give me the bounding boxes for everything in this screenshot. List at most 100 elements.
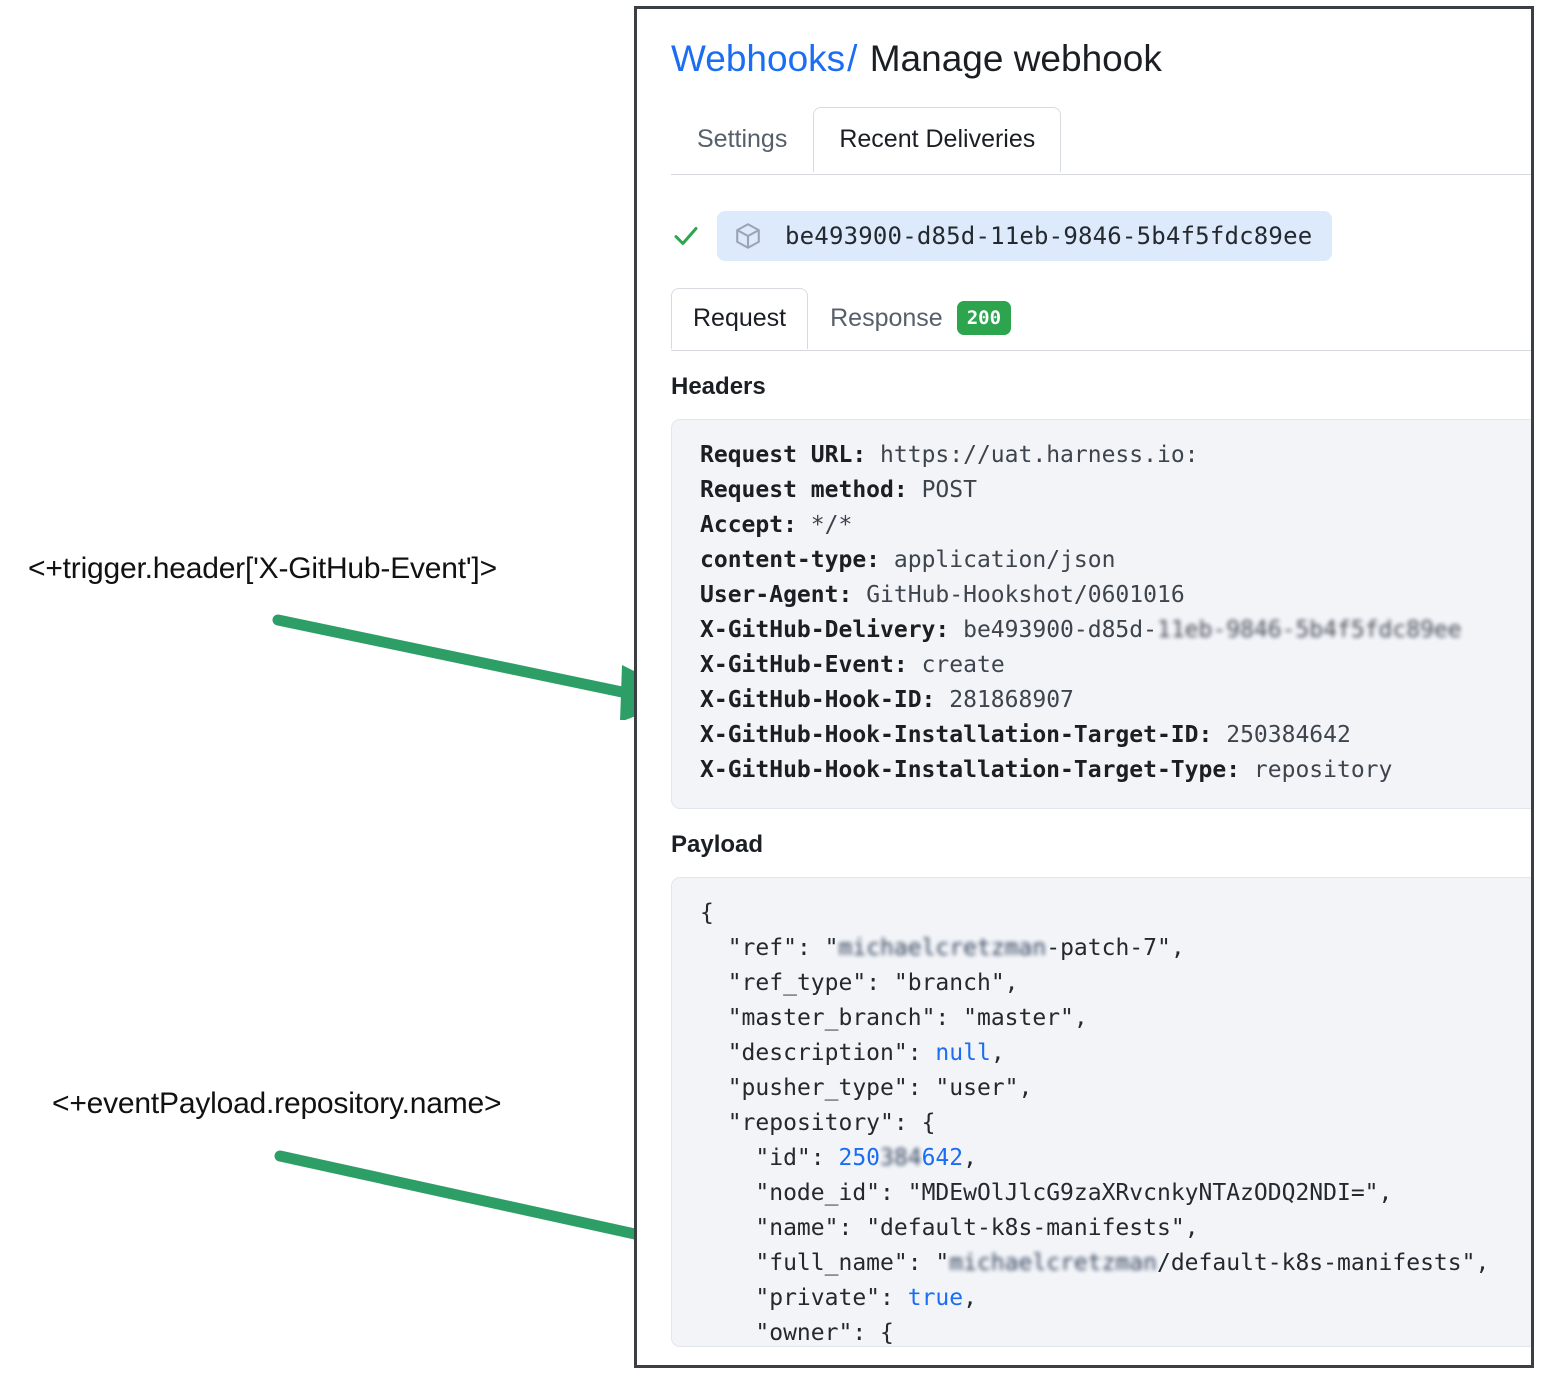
header-key: X-GitHub-Hook-ID:	[700, 687, 936, 714]
payload-line: "private": true,	[755, 1285, 977, 1312]
check-icon	[674, 227, 698, 246]
header-key: Accept:	[700, 512, 797, 539]
payload-value: "default-k8s-manifests"	[866, 1215, 1185, 1242]
header-value-redacted: 11eb-9846-5b4f5fdc89ee	[1156, 617, 1462, 644]
payload-line: {	[700, 896, 1531, 931]
tab-recent-deliveries[interactable]: Recent Deliveries	[813, 107, 1062, 173]
header-key: X-GitHub-Delivery:	[700, 617, 950, 644]
header-value: be493900-d85d-	[963, 617, 1157, 644]
header-key: User-Agent:	[700, 582, 853, 609]
header-row: X-GitHub-Hook-ID: 281868907	[700, 683, 1531, 718]
payload-comma: ,	[990, 1040, 1005, 1067]
payload-comma: ,	[1018, 1075, 1033, 1102]
delivery-id-text: be493900-d85d-11eb-9846-5b4f5fdc89ee	[785, 222, 1313, 251]
status-badge: 200	[956, 301, 1012, 336]
tab-request-label: Request	[693, 303, 787, 332]
payload-brace: {	[700, 900, 714, 927]
header-key: Request URL:	[700, 442, 867, 469]
payload-key: "id"	[755, 1145, 811, 1172]
header-row: Accept: */*	[700, 508, 1531, 543]
delivery-tablist: Request Response 200	[637, 285, 1531, 352]
payload-key: "ref"	[727, 935, 797, 962]
payload-key: "owner"	[755, 1320, 853, 1347]
header-value: POST	[921, 477, 977, 504]
breadcrumb-separator: /	[847, 38, 858, 79]
headers-section-title: Headers	[671, 373, 766, 401]
annotation-label-trigger-header: <+trigger.header['X-GitHub-Event']>	[28, 552, 497, 585]
breadcrumb-link-webhooks[interactable]: Webhooks	[671, 38, 846, 79]
tab-response-label: Response	[830, 303, 943, 332]
payload-value: true	[907, 1285, 964, 1312]
payload-brace: {	[880, 1320, 894, 1347]
headers-panel: Request URL: https://uat.harness.io: Req…	[671, 419, 1531, 810]
payload-key: "name"	[755, 1215, 839, 1242]
payload-value: "branch"	[893, 970, 1005, 997]
payload-section-title: Payload	[671, 831, 764, 859]
payload-key: "ref_type"	[727, 970, 867, 997]
header-key: X-GitHub-Hook-Installation-Target-ID:	[700, 722, 1213, 749]
payload-line: "pusher_type": "user",	[727, 1075, 1033, 1102]
payload-comma: ,	[1184, 1215, 1199, 1242]
tab-response[interactable]: Response 200	[808, 285, 1033, 351]
header-row: Request URL: https://uat.harness.io:	[700, 438, 1531, 473]
payload-comma: ,	[1378, 1180, 1393, 1207]
header-row: X-GitHub-Hook-Installation-Target-Type: …	[700, 753, 1531, 788]
payload-line: "master_branch": "master",	[727, 1005, 1088, 1032]
payload-comma: ,	[1170, 935, 1185, 962]
payload-key: "repository"	[727, 1110, 894, 1137]
primary-tablist: Settings Recent Deliveries	[637, 107, 1531, 176]
payload-line: "owner": {	[755, 1320, 894, 1347]
header-row: X-GitHub-Event: create	[700, 648, 1531, 683]
tab-settings[interactable]: Settings	[697, 125, 788, 154]
payload-value-redacted: michaelcretzman	[838, 935, 1047, 962]
header-key: X-GitHub-Event:	[700, 652, 908, 679]
page-title: Manage webhook	[869, 38, 1162, 79]
payload-line: "description": null,	[727, 1040, 1005, 1067]
payload-key: "pusher_type"	[727, 1075, 908, 1102]
header-key: content-type:	[700, 547, 881, 574]
delivery-row: be493900-d85d-11eb-9846-5b4f5fdc89ee	[671, 211, 1531, 262]
header-value: 250384642	[1226, 722, 1351, 749]
payload-line: "repository": {	[727, 1110, 936, 1137]
delivery-id-chip[interactable]: be493900-d85d-11eb-9846-5b4f5fdc89ee	[717, 211, 1333, 262]
header-value: GitHub-Hookshot/0601016	[866, 582, 1185, 609]
breadcrumb: Webhooks/ Manage webhook	[637, 9, 1531, 81]
payload-line: "full_name": "michaelcretzman/default-k8…	[755, 1250, 1490, 1277]
payload-value-redacted: michaelcretzman	[949, 1250, 1157, 1277]
payload-line: "node_id": "MDEwOlJlcG9zaXRvcnkyNTAzODQ2…	[755, 1180, 1393, 1207]
payload-line: "name": "default-k8s-manifests",	[755, 1215, 1199, 1242]
header-value: application/json	[893, 547, 1116, 574]
payload-value-redacted: 384	[880, 1145, 922, 1172]
header-value: */*	[810, 512, 853, 539]
payload-key: "master_branch"	[727, 1005, 936, 1032]
payload-line: "ref_type": "branch",	[727, 970, 1019, 997]
header-value: https://uat.harness.io:	[880, 442, 1199, 469]
payload-value: "MDEwOlJlcG9zaXRvcnkyNTAzODQ2NDI="	[907, 1180, 1379, 1207]
payload-comma: ,	[963, 1145, 977, 1172]
header-row: content-type: application/json	[700, 543, 1531, 578]
payload-panel: { "ref": "michaelcretzman-patch-7", "ref…	[671, 877, 1531, 1348]
header-value: repository	[1253, 757, 1393, 784]
header-key: X-GitHub-Hook-Installation-Target-Type:	[700, 757, 1241, 784]
payload-key: "node_id"	[755, 1180, 881, 1207]
payload-line: "id": 250384642,	[755, 1145, 977, 1172]
header-row: X-GitHub-Delivery: be493900-d85d-11eb-98…	[700, 613, 1531, 648]
header-row: Request method: POST	[700, 473, 1531, 508]
payload-key: "description"	[727, 1040, 908, 1067]
payload-key: "full_name"	[755, 1250, 908, 1277]
header-row: X-GitHub-Hook-Installation-Target-ID: 25…	[700, 718, 1531, 753]
payload-value: 250	[838, 1145, 881, 1172]
header-value: 281868907	[949, 687, 1074, 714]
payload-key: "private"	[755, 1285, 881, 1312]
payload-comma: ,	[963, 1285, 977, 1312]
payload-value: null	[935, 1040, 991, 1067]
annotation-label-event-payload-repository-name: <+eventPayload.repository.name>	[52, 1087, 502, 1120]
webhook-panel: Webhooks/ Manage webhook Settings Recent …	[634, 6, 1534, 1368]
header-value: create	[921, 652, 1005, 679]
payload-comma: ,	[1475, 1250, 1490, 1277]
payload-comma: ,	[1073, 1005, 1088, 1032]
payload-value: 642	[921, 1145, 964, 1172]
payload-value: -patch-7	[1046, 935, 1157, 962]
payload-brace: {	[921, 1110, 936, 1137]
tab-request[interactable]: Request	[671, 287, 809, 349]
